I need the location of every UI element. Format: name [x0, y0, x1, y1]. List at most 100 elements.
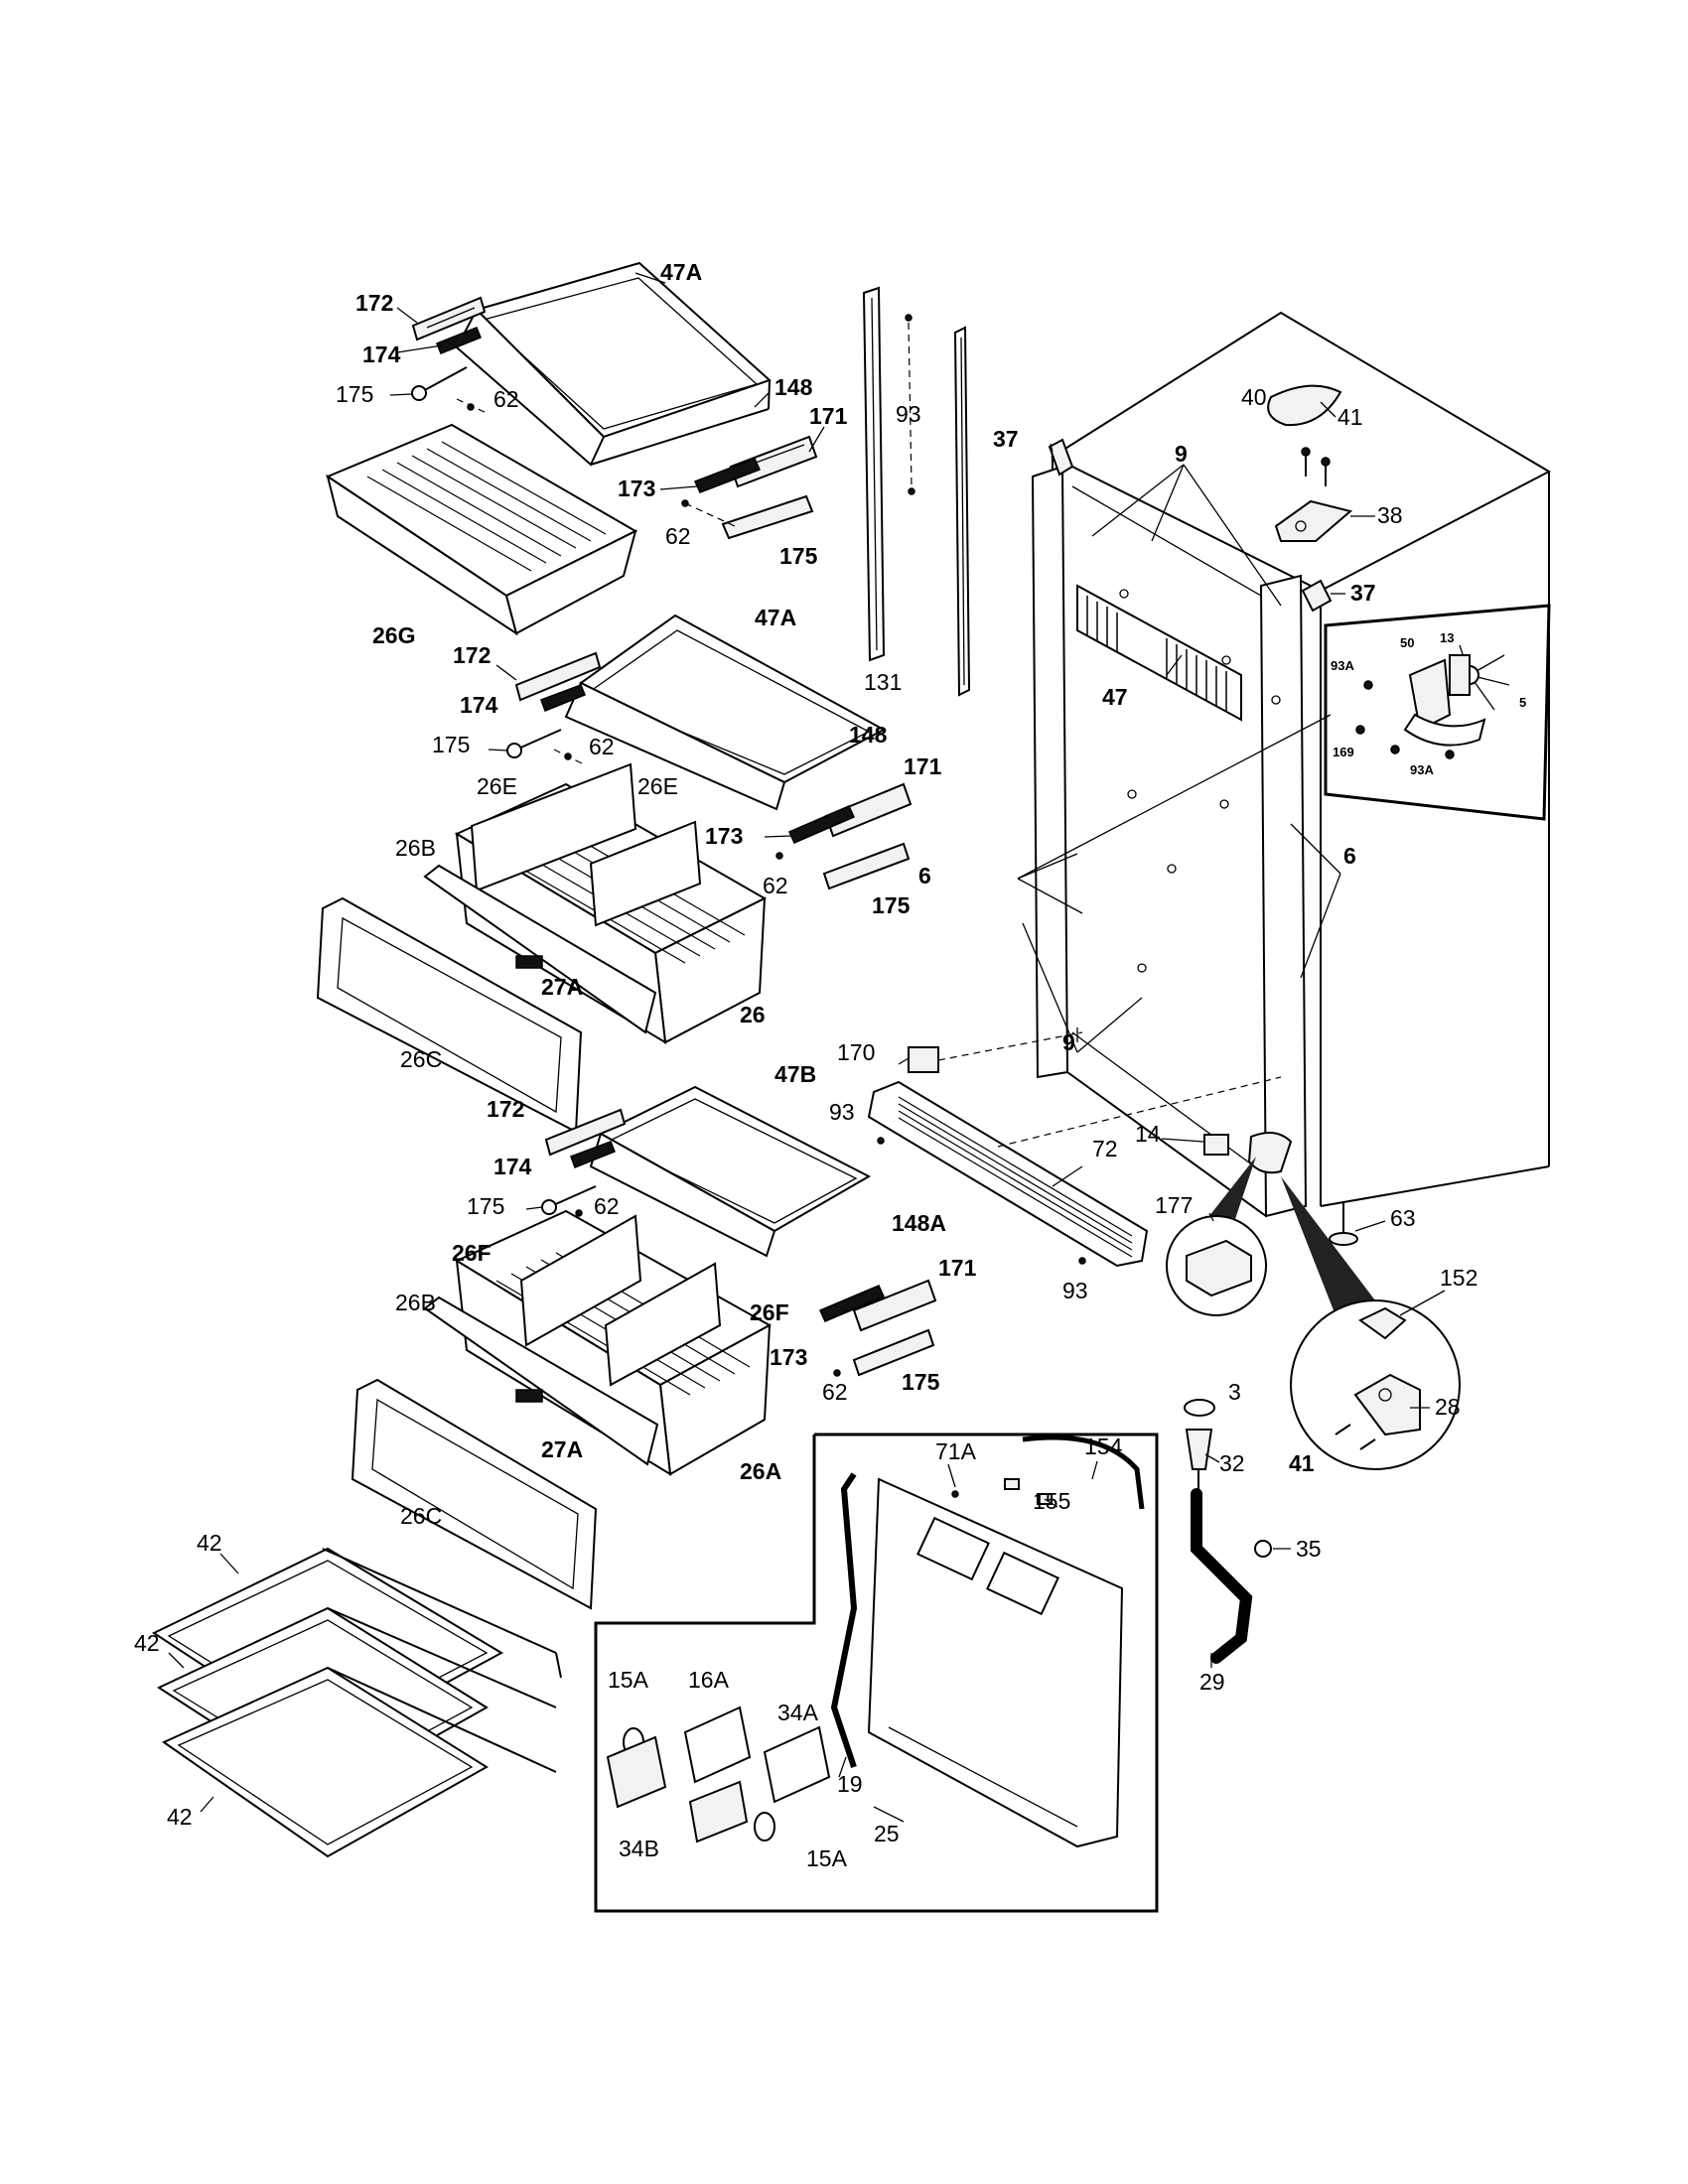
gasket-leaders-9: [1022, 464, 1282, 1053]
label-170: 170: [837, 1039, 875, 1065]
label-173-a: 173: [618, 476, 655, 501]
switch-14: [1203, 1134, 1229, 1156]
crisper-pan-26g: [325, 423, 638, 636]
lens-34b: [606, 1735, 749, 1843]
drawer-front-26c-b: [351, 1378, 598, 1610]
label-93a-a: 93A: [1331, 658, 1354, 673]
label-26a: 26A: [740, 1458, 781, 1484]
bracket-172-c: [544, 1108, 627, 1157]
hinge-cover-37-a: [1048, 438, 1074, 477]
slide-171-b: [824, 782, 913, 838]
label-34a: 34A: [777, 1700, 819, 1725]
label-175-f: 175: [902, 1369, 940, 1395]
label-6-a: 6: [918, 863, 931, 888]
label-41-a: 41: [1337, 404, 1363, 430]
bracket-174-c: [570, 1141, 616, 1168]
rod-175-c: [506, 729, 562, 758]
top-hinge-38: [1274, 499, 1353, 542]
label-62-e: 62: [594, 1193, 620, 1219]
label-173-c: 173: [770, 1344, 807, 1370]
rail-131: [862, 286, 971, 697]
label-28: 28: [1435, 1394, 1461, 1420]
bulb-15a-b: [754, 1812, 775, 1842]
rod-175-a: [411, 366, 468, 401]
label-71a: 71A: [935, 1438, 977, 1464]
label-155: 155: [1033, 1488, 1070, 1514]
label-14: 14: [1135, 1121, 1161, 1147]
handle-27a-a: [515, 955, 543, 969]
label-175-b: 175: [779, 543, 818, 569]
label-9-a: 9: [1175, 441, 1188, 467]
label-27a-b: 27A: [541, 1436, 583, 1462]
label-26c-b: 26C: [400, 1503, 442, 1529]
rod-175-e: [541, 1185, 597, 1215]
label-26b-a: 26B: [395, 835, 436, 861]
divider-26e-b: [589, 820, 702, 927]
drawer-front-26b-a: [423, 864, 657, 1034]
bottom-hinge-assembly: [1201, 1132, 1375, 1315]
label-93a-b: 93A: [1410, 762, 1434, 777]
label-175-d: 175: [872, 892, 911, 918]
drawer-front-26c-a: [316, 896, 583, 1134]
label-26f-b: 26F: [750, 1299, 789, 1325]
bracket-174-a: [436, 327, 482, 354]
hinge-screws-41-a: [1301, 447, 1331, 486]
label-154: 154: [1084, 1433, 1123, 1459]
label-37-b: 37: [1350, 580, 1376, 606]
label-171-b: 171: [904, 753, 942, 779]
label-15a-b: 15A: [806, 1845, 848, 1871]
label-175-c: 175: [432, 732, 470, 757]
label-50: 50: [1400, 635, 1414, 650]
screw-62-f: [833, 1369, 841, 1377]
cap-3: [1184, 1399, 1215, 1417]
label-47a-a: 47A: [660, 259, 702, 285]
magnified-part-177: [1166, 1215, 1267, 1316]
bracket-173-c: [818, 1285, 886, 1322]
bracket-173-b: [788, 805, 855, 844]
harness-19: [830, 1472, 858, 1768]
label-26-a: 26: [740, 1002, 766, 1027]
screw-62-c: [553, 749, 585, 765]
handle-27a-b: [515, 1389, 543, 1403]
label-19: 19: [837, 1771, 863, 1797]
label-47: 47: [1102, 684, 1128, 710]
label-26e-a: 26E: [477, 773, 517, 799]
label-175-e: 175: [467, 1193, 504, 1219]
label-37-a: 37: [993, 426, 1019, 452]
light-control-inset: [594, 1433, 1159, 1913]
label-131: 131: [864, 669, 902, 695]
label-29: 29: [1199, 1669, 1225, 1695]
label-35: 35: [1296, 1536, 1322, 1562]
label-62-b: 62: [665, 523, 691, 549]
bracket-173-a: [693, 458, 762, 493]
drain-hose-29: [1191, 1488, 1253, 1664]
drain-tube-32: [1185, 1429, 1213, 1494]
refrigerator-cabinet: [1031, 311, 1552, 1218]
label-26g: 26G: [372, 622, 415, 648]
bracket-172-b: [514, 651, 602, 702]
label-25: 25: [874, 1821, 900, 1846]
screw-62-d: [775, 852, 783, 860]
lamp-housing-34a: [763, 1725, 831, 1804]
label-93-c: 93: [1062, 1278, 1088, 1303]
label-172-a: 172: [355, 290, 393, 316]
label-62-d: 62: [763, 873, 788, 898]
kick-grille-72: [867, 1076, 1282, 1268]
screws-93-a: [905, 314, 915, 495]
label-16a: 16A: [688, 1667, 730, 1693]
label-62-f: 62: [822, 1379, 848, 1405]
label-174-b: 174: [460, 692, 498, 718]
slide-175-f: [852, 1328, 935, 1377]
screw-62-e: [575, 1209, 583, 1217]
label-42-a: 42: [197, 1530, 222, 1556]
label-148-a: 148: [774, 374, 813, 400]
slide-171-c: [852, 1279, 937, 1332]
slide-175-d: [822, 842, 911, 890]
divider-26f-a: [519, 1214, 642, 1347]
label-26b-b: 26B: [395, 1290, 436, 1315]
label-174-a: 174: [362, 341, 401, 367]
label-42-b: 42: [134, 1630, 160, 1656]
shelf-42-bottom: [161, 1666, 557, 1858]
label-38: 38: [1377, 502, 1403, 528]
